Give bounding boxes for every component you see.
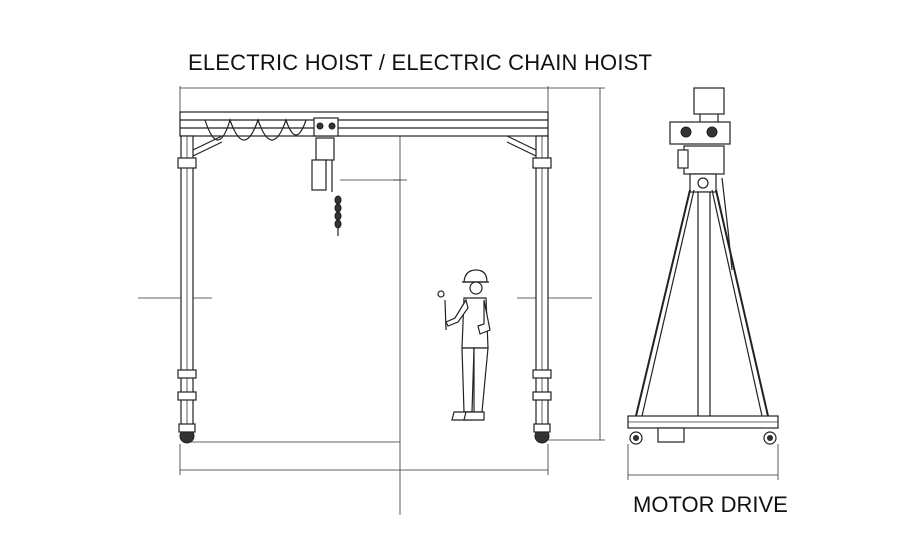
motor-drive-caption: MOTOR DRIVE (633, 492, 788, 517)
top-motor (693, 87, 725, 115)
left-leg (177, 135, 223, 444)
right-leg (506, 135, 552, 444)
worker-figure (437, 269, 491, 421)
central-mast (697, 191, 711, 421)
festoon-cable (204, 118, 307, 141)
side-view (627, 87, 779, 480)
front-view (138, 86, 605, 515)
diagram-title: ELECTRIC HOIST / ELECTRIC CHAIN HOIST (188, 50, 653, 75)
drive-motor (657, 427, 685, 443)
main-beam (179, 111, 549, 137)
electric-hoist (311, 117, 400, 236)
